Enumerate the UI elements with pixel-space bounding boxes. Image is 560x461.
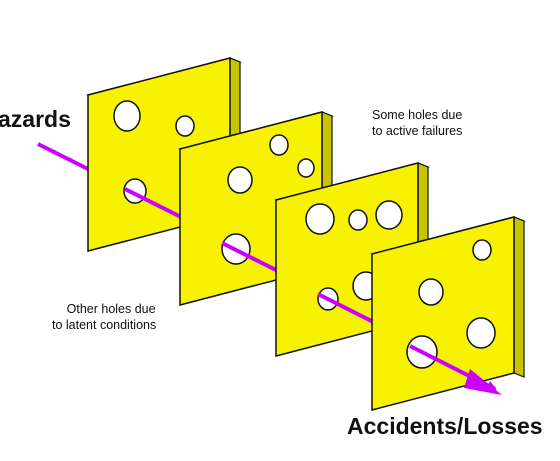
slice-3-hole — [305, 203, 335, 235]
active-failures-line-1: Some holes due — [372, 108, 463, 122]
slice-2-hole — [297, 158, 315, 178]
active-failures-line-2: to active failures — [372, 124, 463, 138]
slice-3-hole — [348, 209, 368, 231]
slice-4-face — [371, 216, 515, 411]
cheese-slice-4 — [370, 216, 526, 411]
slice-1-hole — [113, 100, 141, 132]
slice-3-hole — [375, 200, 403, 230]
arrowhead-icon — [464, 369, 502, 395]
slice-1-hole — [175, 115, 195, 137]
slice-4-hole — [466, 317, 496, 349]
slice-4-hole — [418, 278, 444, 306]
active-failures-label: Some holes due to active failures — [372, 107, 462, 139]
slice-2-hole — [227, 166, 253, 194]
slice-4-hole — [472, 239, 492, 261]
latent-conditions-line-2: to latent conditions — [52, 318, 157, 332]
accidents-losses-label: Accidents/Losses — [347, 413, 543, 439]
hazards-label: azards — [0, 106, 71, 132]
latent-conditions-label: Other holes due to latent conditions — [52, 301, 156, 333]
slice-4-side — [513, 216, 525, 378]
slice-2-hole — [269, 134, 289, 156]
latent-conditions-line-1: Other holes due — [66, 302, 156, 316]
